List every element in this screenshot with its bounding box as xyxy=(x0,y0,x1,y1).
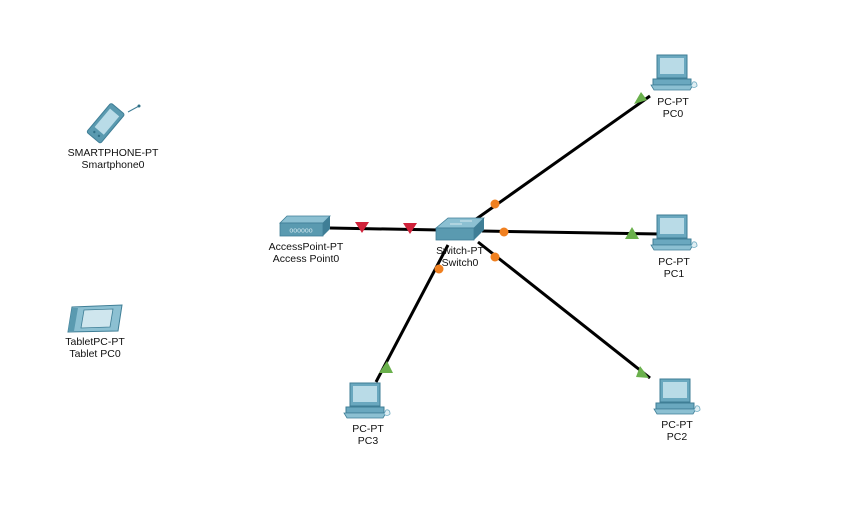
device-model: PC-PT xyxy=(352,423,384,435)
link-up-indicator xyxy=(379,361,393,373)
link-up-indicator xyxy=(634,92,647,104)
link-negotiating-indicator xyxy=(499,227,509,237)
device-name: Switch0 xyxy=(441,257,479,269)
device-label-accesspoint0: AccessPoint-PT Access Point0 xyxy=(269,241,344,265)
device-model: SMARTPHONE-PT xyxy=(67,147,159,159)
link-negotiating-indicator xyxy=(490,199,500,209)
device-accesspoint0[interactable]: oooooo xyxy=(279,215,331,237)
device-name: PC1 xyxy=(663,268,685,280)
pc-icon xyxy=(653,378,701,415)
device-model: AccessPoint-PT xyxy=(268,241,344,253)
device-label-pc2: PC-PT PC2 xyxy=(661,419,693,443)
device-name: PC0 xyxy=(662,108,684,120)
device-label-smartphone0: SMARTPHONE-PT Smartphone0 xyxy=(68,147,159,171)
device-smartphone0[interactable] xyxy=(86,103,141,144)
pc-icon xyxy=(650,54,698,91)
link-up-indicator xyxy=(636,366,649,378)
links-layer xyxy=(329,94,661,383)
link-up-indicator xyxy=(625,227,639,239)
device-name: PC3 xyxy=(357,435,379,447)
device-switch0[interactable] xyxy=(434,217,485,241)
link-negotiating-indicator xyxy=(434,264,444,274)
device-pc3[interactable] xyxy=(343,382,391,419)
device-pc1[interactable] xyxy=(650,214,698,251)
device-label-pc3: PC-PT PC3 xyxy=(352,423,384,447)
device-name: Smartphone0 xyxy=(81,159,145,171)
device-label-switch0: Switch-PT Switch0 xyxy=(436,245,484,269)
link-switch0-pc0[interactable] xyxy=(471,94,651,224)
device-model: Switch-PT xyxy=(436,245,484,257)
device-pc2[interactable] xyxy=(653,378,701,415)
device-label-pc1: PC-PT PC1 xyxy=(658,256,690,280)
link-negotiating-indicator xyxy=(490,252,500,262)
pc-icon xyxy=(650,214,698,251)
device-label-pc0: PC-PT PC0 xyxy=(657,96,689,120)
device-model: TabletPC-PT xyxy=(65,336,125,348)
device-model: PC-PT xyxy=(661,419,693,431)
device-model: PC-PT xyxy=(657,96,689,108)
device-tabletpc0[interactable] xyxy=(67,304,123,333)
link-ap0-switch0[interactable] xyxy=(329,226,441,232)
smartphone-icon xyxy=(86,103,125,144)
device-pc0[interactable] xyxy=(650,54,698,91)
device-name: Access Point0 xyxy=(272,253,340,265)
device-model: PC-PT xyxy=(658,256,690,268)
access-point-icon: oooooo xyxy=(279,215,331,237)
switch-icon xyxy=(434,217,485,241)
link-down-indicator xyxy=(403,223,417,234)
device-label-tabletpc0: TabletPC-PT Tablet PC0 xyxy=(65,336,125,360)
antenna-icon xyxy=(127,105,140,113)
pc-icon xyxy=(343,382,391,419)
svg-text:oooooo: oooooo xyxy=(289,228,312,235)
device-name: PC2 xyxy=(666,431,688,443)
device-name: Tablet PC0 xyxy=(69,348,121,360)
link-down-indicator xyxy=(355,222,369,233)
link-switch0-pc2[interactable] xyxy=(477,240,651,380)
link-status-layer xyxy=(355,92,649,378)
